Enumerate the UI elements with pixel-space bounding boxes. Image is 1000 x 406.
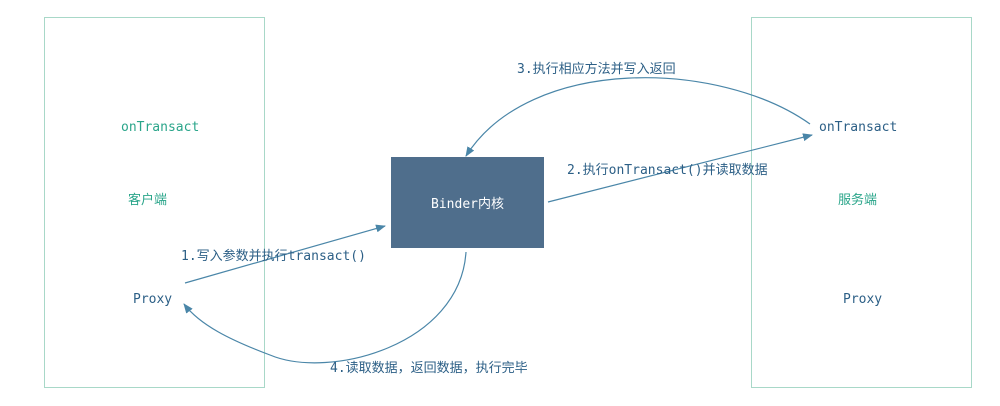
server-proxy-label: Proxy (843, 292, 883, 307)
step3-label: 3.执行相应方法并写入返回 (517, 62, 676, 77)
client-container (44, 17, 265, 388)
arrow-step4 (183, 251, 467, 364)
arrow-step1 (184, 224, 386, 284)
client-title: 客户端 (128, 193, 168, 208)
step1-label: 1.写入参数并执行transact() (181, 249, 366, 264)
step2-label: 2.执行onTransact()并读取数据 (567, 163, 768, 178)
server-container (751, 17, 972, 388)
client-proxy-label: Proxy (133, 292, 173, 307)
server-ontransact-label: onTransact (819, 120, 898, 135)
binder-kernel-label: Binder内核 (431, 197, 504, 212)
arrow-step3 (465, 77, 811, 157)
step4-label: 4.读取数据，返回数据，执行完毕 (330, 361, 528, 376)
binder-kernel-box: Binder内核 (391, 157, 544, 248)
arrow-step2 (547, 133, 813, 203)
server-title: 服务端 (838, 193, 878, 208)
client-ontransact-label: onTransact (121, 120, 200, 135)
